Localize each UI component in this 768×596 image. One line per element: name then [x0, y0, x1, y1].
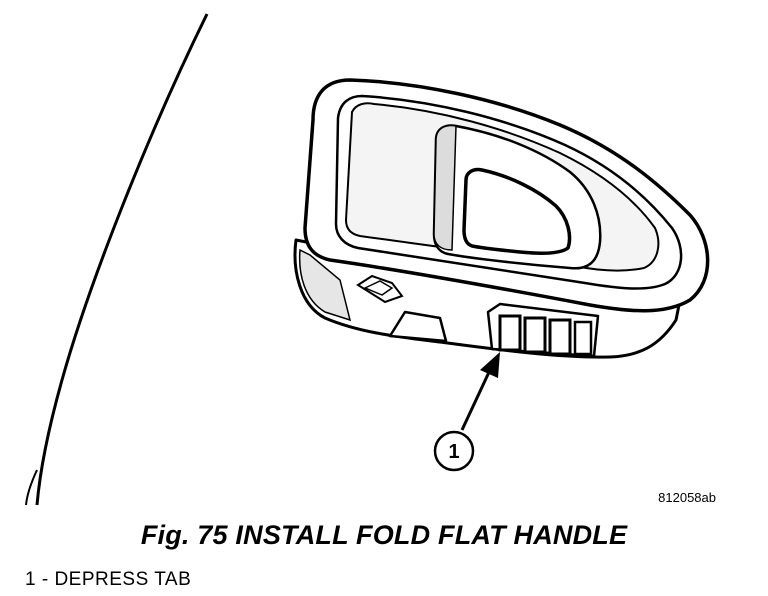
drawing-id: 812058ab [658, 490, 716, 505]
callout-1-circle [433, 430, 475, 472]
seat-edge-line [35, 13, 209, 506]
tab-rib [498, 314, 522, 352]
leader-arrowhead [480, 352, 500, 378]
bezel-shadow [298, 248, 352, 322]
handle-illustration: 1 812058ab [25, 13, 716, 506]
clip-detail [356, 274, 404, 304]
tab-slot [388, 310, 448, 343]
lever-opening [462, 167, 572, 255]
seat-edge-line-lower [25, 469, 38, 506]
tab-rib [573, 320, 593, 356]
tab-rib [523, 316, 547, 354]
callout-1-number: 1 [448, 441, 459, 463]
callout-legend-item: 1 - DEPRESS TAB [25, 569, 192, 590]
leader-line [460, 369, 492, 431]
tab-rib [548, 318, 572, 356]
figure-caption: Fig. 75 INSTALL FOLD FLAT HANDLE [140, 520, 628, 550]
